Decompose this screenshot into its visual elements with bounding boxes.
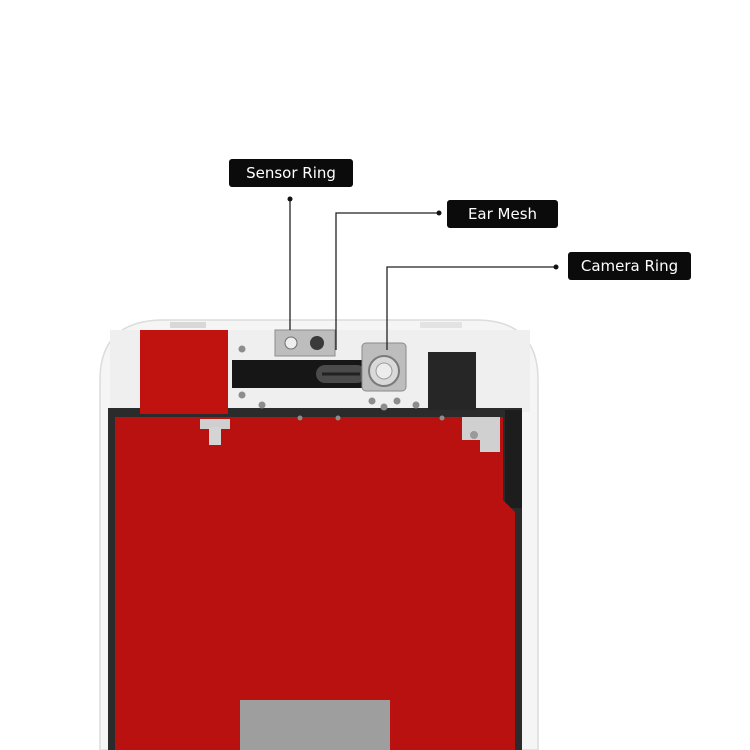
callout-lines (289, 199, 556, 350)
callout-label-sensor-ring: Sensor Ring (229, 159, 353, 187)
protective-film-main (115, 417, 515, 750)
proximity-sensor (310, 336, 324, 350)
frame-slot (420, 322, 462, 328)
metal-clip-left (200, 419, 230, 429)
bracket-screw-right (470, 431, 478, 439)
metal-clip-left-tab (209, 427, 221, 445)
side-flex-strip (505, 410, 522, 508)
mesh-pad (240, 700, 390, 750)
camera-ring-inner (375, 362, 393, 380)
metal-bracket-right (462, 417, 500, 452)
callout-dots (287, 196, 559, 270)
adhesive-pad (428, 352, 476, 410)
callout-label-camera-ring: Camera Ring (568, 252, 691, 280)
sensor-ring-bracket (274, 329, 336, 357)
top-screws (238, 345, 445, 421)
sensor-ring (284, 336, 298, 350)
protective-film-tab (140, 330, 228, 414)
callout-label-ear-mesh: Ear Mesh (447, 200, 558, 228)
frame-slot-left (170, 322, 206, 328)
